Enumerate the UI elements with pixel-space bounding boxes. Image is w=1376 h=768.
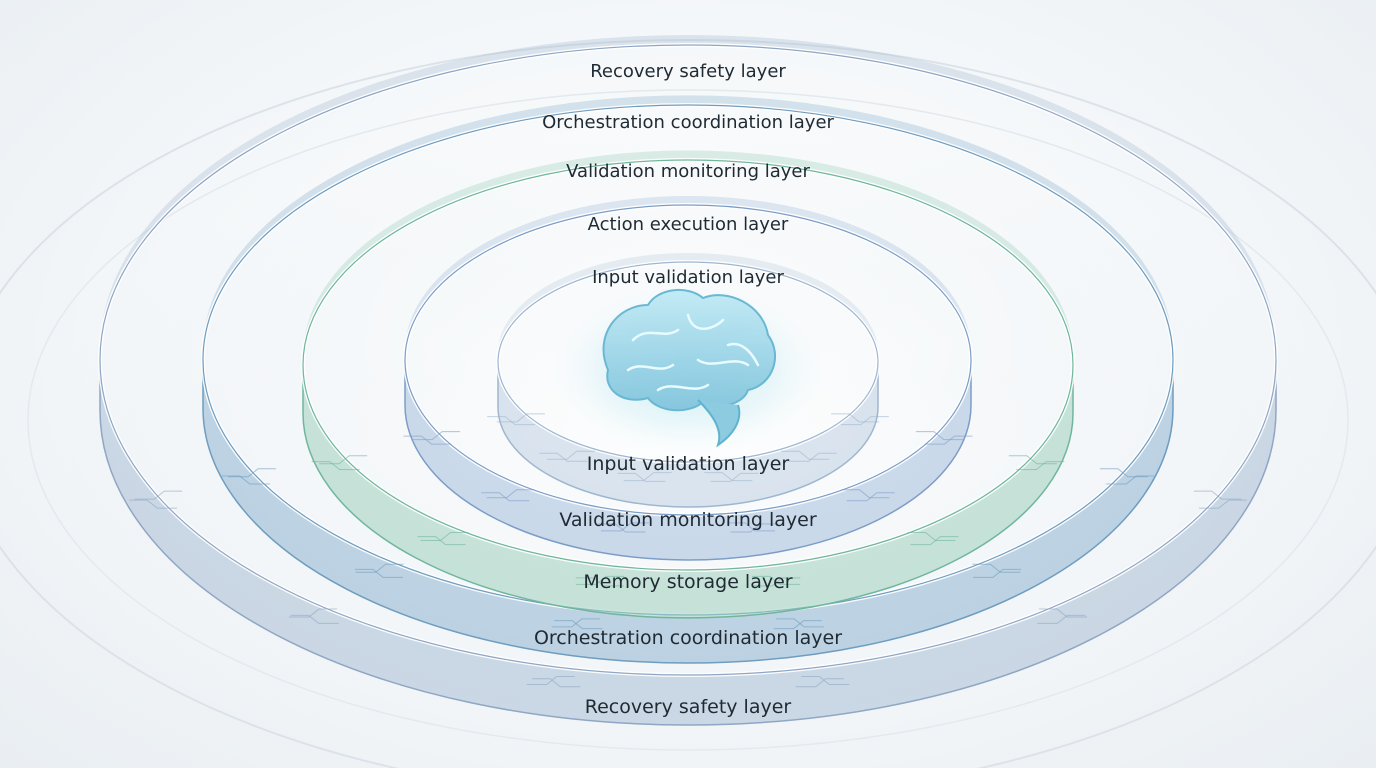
brain-core — [538, 275, 838, 465]
circuit-trace — [1039, 608, 1088, 618]
ring-recovery — [98, 35, 1278, 726]
circuit-trace — [1016, 461, 1065, 471]
circuit-trace — [710, 472, 759, 482]
circuit-trace — [840, 416, 889, 426]
circuit-trace — [972, 563, 1021, 573]
circuit-trace — [831, 413, 880, 423]
circuit-trace — [311, 461, 360, 471]
brain-icon — [602, 288, 777, 448]
circuit-trace — [907, 531, 956, 541]
circuit-trace — [134, 490, 183, 500]
circuit-trace — [1198, 499, 1247, 509]
circuit-trace — [597, 523, 646, 533]
circuit-trace — [403, 435, 452, 445]
circuit-trace — [752, 577, 801, 587]
ring-rim-line-validation — [302, 159, 1074, 571]
circuit-trace — [726, 522, 775, 532]
circuit-trace — [221, 475, 270, 485]
circuit-trace — [532, 678, 581, 688]
circuit-trace — [795, 678, 844, 688]
circuit-trace — [623, 472, 672, 482]
circuit-trace — [730, 523, 779, 533]
circuit-trace — [417, 536, 466, 546]
circuit-trace — [355, 568, 404, 578]
circuit-trace — [290, 614, 339, 624]
circuit-trace — [776, 618, 825, 628]
background-ring — [0, 39, 1376, 768]
circuit-trace — [539, 452, 588, 462]
ring-rim-line-recovery — [99, 44, 1277, 676]
circuit-trace — [496, 413, 545, 423]
layer-label-back-validation: Validation monitoring layer — [566, 161, 810, 182]
circuit-trace — [1099, 468, 1148, 478]
circuit-trace — [487, 416, 536, 426]
circuit-trace — [751, 575, 800, 585]
circuit-trace — [972, 568, 1021, 578]
circuit-trace — [355, 563, 404, 573]
circuit-trace — [601, 522, 650, 532]
circuit-trace — [551, 618, 600, 628]
layer-label-front-recovery: Recovery safety layer — [585, 696, 792, 718]
circuit-trace — [781, 450, 830, 460]
circuit-trace — [554, 620, 603, 630]
circuit-trace — [319, 455, 368, 465]
circuit-trace — [129, 499, 178, 509]
circuit-trace — [773, 620, 822, 630]
layer-label-front-orchestration: Orchestration coordination layer — [534, 627, 842, 649]
layer-label-front-input: Input validation layer — [587, 453, 790, 475]
ring-rim-line-action — [404, 204, 972, 516]
circuit-trace — [910, 536, 959, 546]
circuit-trace — [841, 489, 890, 499]
circuit-trace — [288, 608, 337, 618]
layer-labels: Recovery safety layer Orchestration coor… — [534, 61, 842, 718]
layer-label-back-orchestration: Orchestration coordination layer — [542, 112, 834, 133]
circuit-trace — [420, 531, 469, 541]
layer-label-front-action: Validation monitoring layer — [559, 509, 816, 531]
layer-label-back-recovery: Recovery safety layer — [590, 61, 786, 82]
circuit-trace — [575, 577, 624, 587]
circuit-trace — [924, 435, 973, 445]
circuit-trace — [788, 452, 837, 462]
background-ring — [27, 89, 1349, 751]
circuit-trace — [412, 431, 461, 441]
circuit-trace — [915, 431, 964, 441]
circuit-trace — [546, 450, 595, 460]
circuit-trace — [1037, 614, 1086, 624]
ring-orchestration — [201, 95, 1175, 664]
circuit-trace — [617, 472, 666, 482]
ring-action — [403, 196, 973, 561]
circuit-trace — [1193, 490, 1242, 500]
circuit-trace — [704, 472, 753, 482]
circuit-trace — [846, 492, 895, 502]
layer-label-front-validation: Memory storage layer — [583, 571, 792, 593]
ring-validation — [301, 150, 1075, 619]
circuit-trace — [481, 492, 530, 502]
layer-rings — [98, 35, 1278, 726]
circuit-trace — [1106, 475, 1155, 485]
circuit-trace — [228, 468, 277, 478]
layer-label-back-action: Action execution layer — [588, 214, 789, 235]
layer-label-back-input: Input validation layer — [592, 267, 784, 288]
circuit-trace — [576, 575, 625, 585]
circuit-trace — [486, 489, 535, 499]
circuit-trace — [1008, 455, 1057, 465]
